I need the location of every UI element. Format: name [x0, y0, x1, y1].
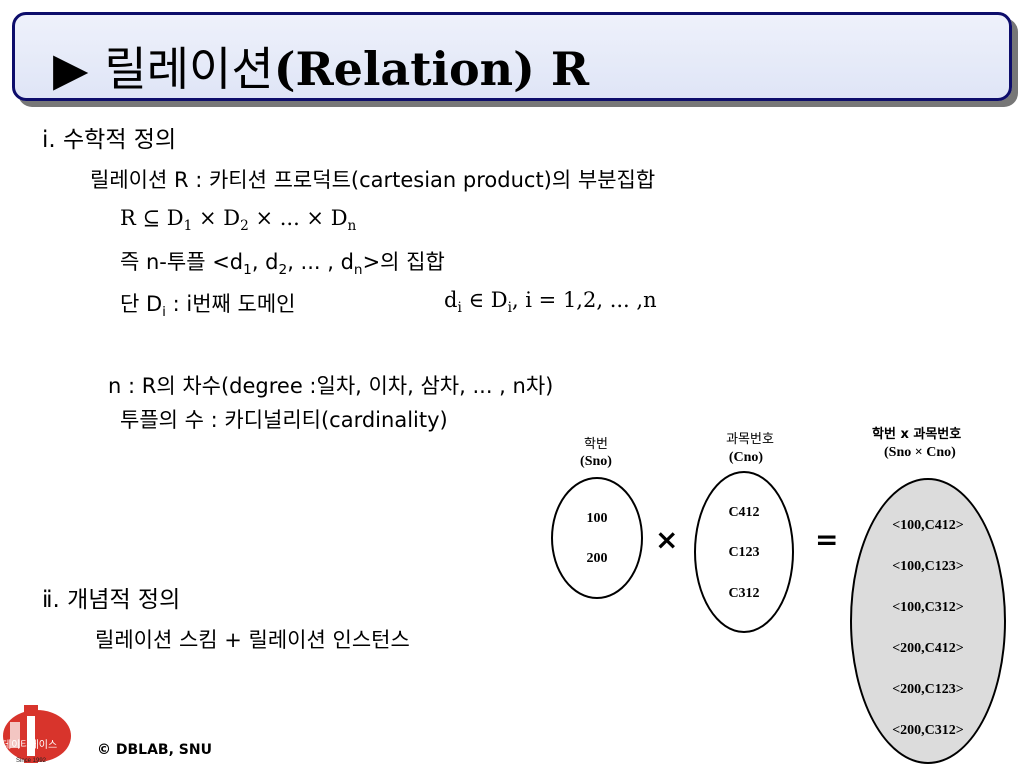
page-title: ▶ 릴레이션(Relation) R	[53, 33, 589, 99]
product-label: 학번 x 과목번호	[872, 427, 962, 442]
product-value: <100,C312>	[892, 600, 964, 615]
title-korean: 릴레이션	[104, 42, 274, 96]
product-value: <100,C412>	[892, 518, 964, 533]
sno-value: 100	[586, 511, 608, 526]
sno-label: 학번	[584, 437, 608, 452]
product-value: <200,C412>	[892, 641, 964, 656]
domain-formula: di ∈ Di, i = 1,2, ... ,n	[444, 288, 657, 317]
section1-line1: 릴레이션 R : 카티션 프로덕트(cartesian product)의 부분…	[90, 168, 656, 192]
logo-sub: Since 1992	[16, 758, 47, 764]
product-value: <100,C123>	[892, 559, 964, 574]
product-ellipse: <100,C412> <100,C123> <100,C312> <200,C4…	[850, 478, 1006, 764]
logo-text: 데이타베이스	[2, 740, 58, 751]
equals-operator: =	[815, 523, 839, 556]
cno-ellipse: C412 C123 C312	[694, 471, 794, 633]
formula-line: R ⊆ D1 × D2 × ... × Dn	[120, 206, 357, 235]
product-sub: (Sno × Cno)	[884, 445, 956, 460]
sno-sub: (Sno)	[580, 454, 612, 469]
product-value: <200,C312>	[892, 723, 964, 738]
section1-heading: ⅰ. 수학적 정의	[42, 127, 177, 153]
cno-value: C123	[728, 545, 760, 560]
title-english: (Relation) R	[273, 42, 590, 96]
cno-value: C412	[728, 505, 760, 520]
dblab-logo: 데이타베이스 Since 1992	[0, 700, 78, 768]
domain-line: 단 Di : i번째 도메인	[120, 292, 296, 321]
degree-line: n : R의 차수(degree :일차, 이차, 삼차, ... , n차)	[108, 374, 554, 398]
title-arrow-icon: ▶	[53, 42, 89, 96]
cardinality-line: 투플의 수 : 카디널리티(cardinality)	[120, 408, 448, 432]
copyright: © DBLAB, SNU	[97, 742, 212, 758]
section2-heading: ⅱ. 개념적 정의	[42, 587, 181, 613]
title-banner: ▶ 릴레이션(Relation) R	[12, 12, 1012, 101]
sno-ellipse: 100 200	[551, 477, 643, 599]
times-operator: ×	[655, 523, 679, 556]
cno-value: C312	[728, 586, 760, 601]
cno-label: 과목번호	[726, 432, 774, 447]
product-value: <200,C123>	[892, 682, 964, 697]
tuple-line: 즉 n-투플 <d1, d2, ... , dn>의 집합	[120, 250, 445, 279]
database-logo-icon	[0, 700, 78, 768]
sno-value: 200	[586, 551, 608, 566]
cno-sub: (Cno)	[728, 450, 764, 465]
section2-line1: 릴레이션 스킴 + 릴레이션 인스턴스	[95, 628, 410, 652]
